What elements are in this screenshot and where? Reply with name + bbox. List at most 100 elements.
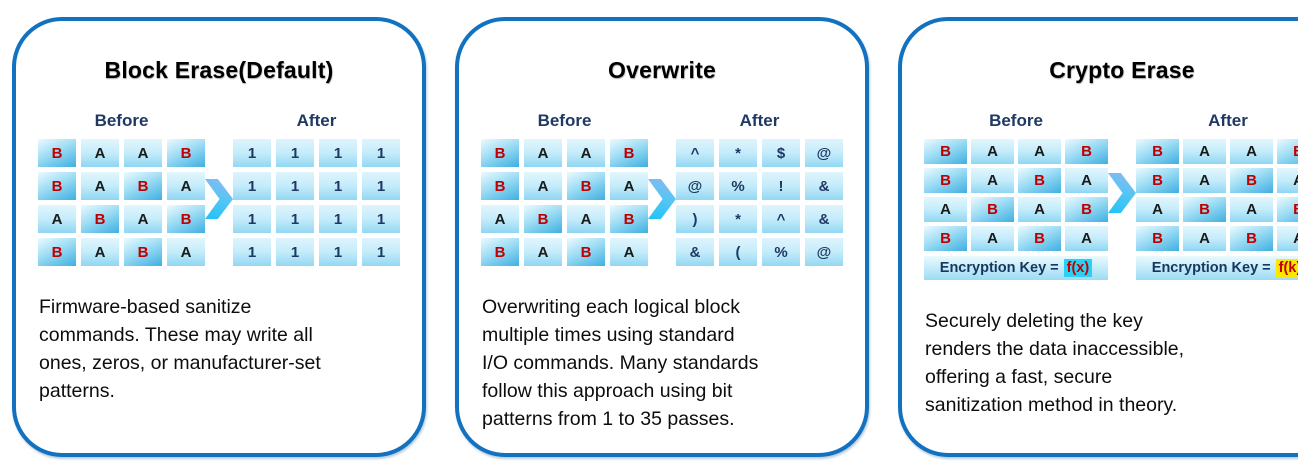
grid-cell: @ [805, 238, 843, 266]
grid-cell: % [762, 238, 800, 266]
grid-cell: 1 [319, 172, 357, 200]
grid-cell: A [81, 172, 119, 200]
grid-cell: A [610, 238, 648, 266]
grid-cell: 1 [319, 205, 357, 233]
grid-cell: A [38, 205, 76, 233]
grid-cell: B [924, 168, 967, 193]
grid-cell: A [1277, 226, 1298, 251]
encryption-key-after: Encryption Key = f(k) [1136, 256, 1298, 280]
after-grid: ^*$@@%!&)*^&&(%@ [676, 139, 843, 266]
grid-cell: A [1018, 139, 1061, 164]
encryption-key-label: Encryption Key = [1151, 260, 1271, 276]
grid-cell: B [1136, 168, 1179, 193]
grid-cell: B [481, 172, 519, 200]
grid-cell: A [924, 197, 967, 222]
grid-cell: ! [762, 172, 800, 200]
grid-cell: B [924, 139, 967, 164]
grid-cell: A [524, 238, 562, 266]
grid-cell: B [1230, 226, 1273, 251]
grid-cell: 1 [233, 205, 271, 233]
encryption-key-value-fk: f(k) [1275, 259, 1298, 277]
grid-cell: 1 [362, 205, 400, 233]
grid-cell: A [81, 238, 119, 266]
grid-cell: B [1277, 139, 1298, 164]
grid-cell: B [167, 205, 205, 233]
grid-cell: 1 [233, 139, 271, 167]
grid-cell: A [481, 205, 519, 233]
grid-cell: B [971, 197, 1014, 222]
after-label: After [296, 111, 337, 130]
encryption-key-value-fx: f(x) [1063, 259, 1093, 277]
after-label: After [739, 111, 780, 130]
grid-cell: A [971, 139, 1014, 164]
grid-cell: B [1136, 139, 1179, 164]
grid-cell: A [524, 139, 562, 167]
grid-cell: A [1230, 197, 1273, 222]
grid-cell: A [167, 238, 205, 266]
grid-cell: 1 [233, 172, 271, 200]
overwrite-description: Overwriting each logical block multiple … [482, 296, 759, 430]
grid-cell: A [567, 139, 605, 167]
grid-cell: B [481, 238, 519, 266]
grid-cell: $ [762, 139, 800, 167]
grid-cell: ^ [676, 139, 714, 167]
grid-cell: B [1136, 226, 1179, 251]
grid-cell: A [1018, 197, 1061, 222]
grid-cell: ( [719, 238, 757, 266]
grid-cell: A [971, 168, 1014, 193]
grid-cell: 1 [362, 172, 400, 200]
grid-cell: 1 [319, 238, 357, 266]
grid-cell: 1 [362, 139, 400, 167]
grid-cell: B [567, 238, 605, 266]
grid-cell: A [1136, 197, 1179, 222]
chevron-right-icon [648, 179, 676, 219]
block-erase-description: Firmware-based sanitize commands. These … [39, 296, 321, 402]
grid-cell: B [38, 238, 76, 266]
grid-cell: B [38, 172, 76, 200]
grid-cell: B [1065, 197, 1108, 222]
grid-cell: A [124, 139, 162, 167]
grid-cell: A [610, 172, 648, 200]
before-label: Before [537, 111, 592, 130]
grid-cell: @ [676, 172, 714, 200]
grid-cell: B [924, 226, 967, 251]
grid-cell: 1 [276, 172, 314, 200]
grid-cell: B [524, 205, 562, 233]
grid-cell: A [81, 139, 119, 167]
grid-cell: ) [676, 205, 714, 233]
grid-cell: B [610, 139, 648, 167]
grid-cell: & [805, 172, 843, 200]
encryption-key-before: Encryption Key = f(x) [924, 256, 1108, 280]
grid-cell: B [567, 172, 605, 200]
grid-cell: B [1277, 197, 1298, 222]
grid-cell: 1 [276, 139, 314, 167]
after-label: After [1208, 111, 1248, 130]
grid-cell: A [524, 172, 562, 200]
grid-cell: B [38, 139, 76, 167]
grid-cell: & [676, 238, 714, 266]
chevron-right-icon [1108, 173, 1136, 213]
grid-cell: A [567, 205, 605, 233]
grid-cell: * [719, 139, 757, 167]
grid-cell: B [1183, 197, 1226, 222]
grid-cell: B [167, 139, 205, 167]
grid-cell: B [124, 238, 162, 266]
grid-cell: A [1065, 226, 1108, 251]
grid-cell: 1 [319, 139, 357, 167]
grid-cell: A [1183, 168, 1226, 193]
